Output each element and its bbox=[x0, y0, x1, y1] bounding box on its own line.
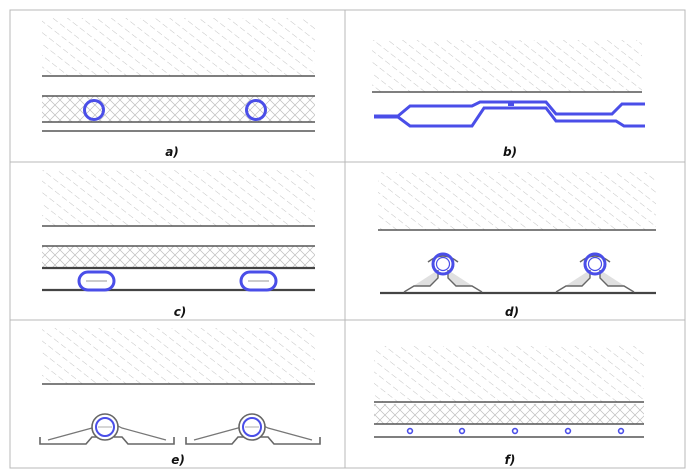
outer-frame bbox=[9, 9, 686, 469]
insulation-layer bbox=[42, 96, 315, 122]
small-pipe-5 bbox=[617, 427, 625, 435]
concrete-slab bbox=[372, 40, 642, 92]
panel-d-label: d) bbox=[505, 305, 519, 319]
pipe-bracket-right bbox=[185, 436, 321, 445]
insulation-layer bbox=[374, 404, 644, 424]
pipe-left bbox=[95, 417, 115, 437]
pipe-right bbox=[245, 99, 267, 121]
pipe-support-left bbox=[403, 270, 483, 293]
concrete-slab bbox=[374, 346, 644, 402]
panel-c: c) bbox=[42, 170, 315, 319]
panel-b: b) bbox=[372, 40, 645, 159]
panel-e: e) bbox=[39, 328, 321, 467]
flat-pipe-lower bbox=[374, 106, 645, 128]
small-pipe-1 bbox=[406, 427, 414, 435]
small-pipe-2 bbox=[458, 427, 466, 435]
pipe-support-right bbox=[555, 270, 635, 293]
pipe-left-inner bbox=[435, 256, 451, 272]
pipe-clip-left bbox=[427, 255, 459, 263]
oval-pipe-left bbox=[77, 270, 116, 292]
pipe-clip-right bbox=[579, 255, 611, 263]
oval-pipe-right bbox=[239, 270, 278, 292]
concrete-slab bbox=[42, 328, 315, 384]
panel-b-label: b) bbox=[503, 145, 517, 159]
panel-a: a) bbox=[42, 18, 315, 159]
small-pipe-3 bbox=[511, 427, 519, 435]
small-pipe-4 bbox=[564, 427, 572, 435]
panel-a-label: a) bbox=[165, 145, 179, 159]
concrete-slab bbox=[378, 172, 656, 230]
pipe-right-inner bbox=[587, 256, 603, 272]
concrete-slab bbox=[42, 18, 315, 76]
panel-c-label: c) bbox=[174, 305, 187, 319]
pipe-right bbox=[583, 252, 607, 276]
panel-e-label: e) bbox=[171, 453, 185, 467]
pipe-left bbox=[83, 99, 105, 121]
pipe-right bbox=[242, 417, 262, 437]
panel-f: f) bbox=[374, 346, 644, 467]
insulation-layer bbox=[42, 246, 315, 268]
pipe-bracket-left bbox=[39, 436, 175, 445]
pipe-left bbox=[431, 252, 455, 276]
panel-f-label: f) bbox=[505, 453, 516, 467]
panel-d: d) bbox=[378, 172, 656, 319]
concrete-slab bbox=[42, 170, 315, 226]
